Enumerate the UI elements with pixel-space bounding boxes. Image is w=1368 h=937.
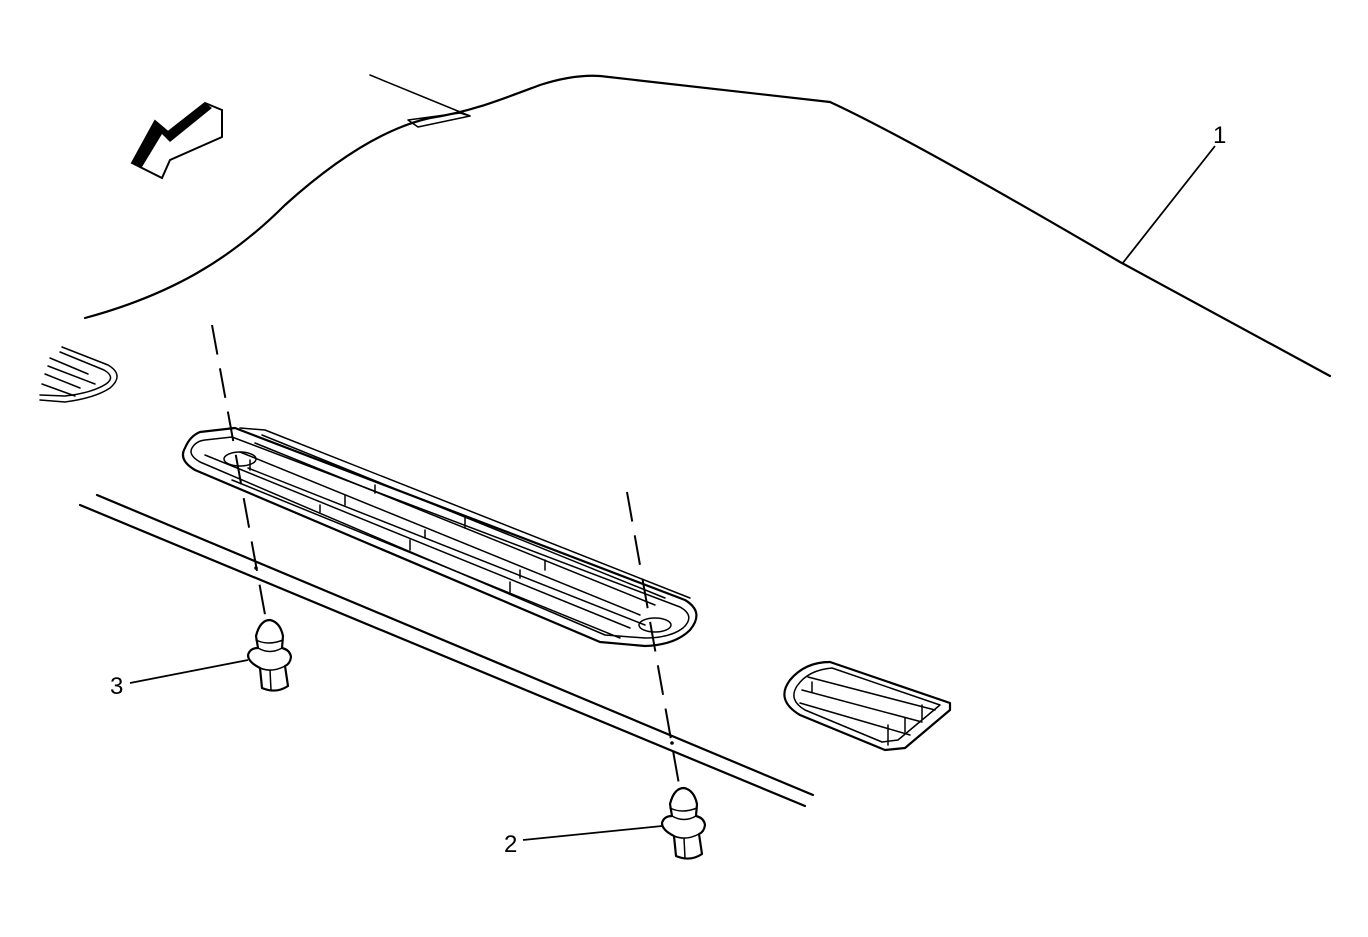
retainer-centerlines xyxy=(211,324,681,791)
roof-edge-rail xyxy=(78,493,815,808)
left-vent-grille xyxy=(39,346,118,403)
headliner-panel xyxy=(83,74,1332,378)
callout-3: 3 xyxy=(110,673,123,700)
center-vent-grille xyxy=(181,426,698,648)
leader-lines xyxy=(129,145,1216,841)
retainer-clip-2 xyxy=(660,786,707,860)
callout-2: 2 xyxy=(504,831,517,858)
callout-1: 1 xyxy=(1213,122,1226,149)
retainer-clip-3 xyxy=(246,618,293,692)
right-vent-grille xyxy=(783,660,952,752)
forward-direction-arrow-icon xyxy=(130,101,223,180)
